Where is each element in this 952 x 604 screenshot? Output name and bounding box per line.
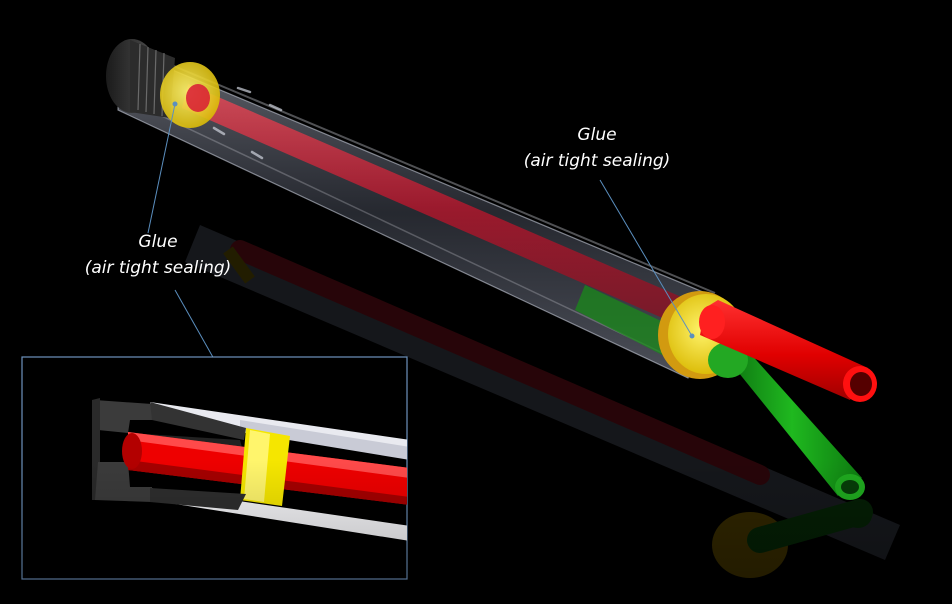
leader-dot-right xyxy=(689,333,695,339)
leader-dot-left xyxy=(172,101,178,107)
callout-right-subtitle: (air tight sealing) xyxy=(523,151,671,171)
red-rod-inside xyxy=(182,84,700,330)
leader-line-right xyxy=(599,179,693,337)
callout-left-subtitle: (air tight sealing) xyxy=(84,258,232,278)
green-tube-inside xyxy=(575,285,680,358)
callout-left-title: Glue xyxy=(138,232,178,252)
left-red-rod-end xyxy=(186,84,210,112)
callout-right-title: Glue xyxy=(577,125,617,145)
callout-label-right: Glue (air tight sealing) xyxy=(507,122,687,174)
vent-slots xyxy=(212,86,283,160)
leader-line-left-top xyxy=(147,103,176,234)
red-tube-outside xyxy=(699,300,877,402)
callout-label-left: Glue (air tight sealing) xyxy=(68,229,248,281)
